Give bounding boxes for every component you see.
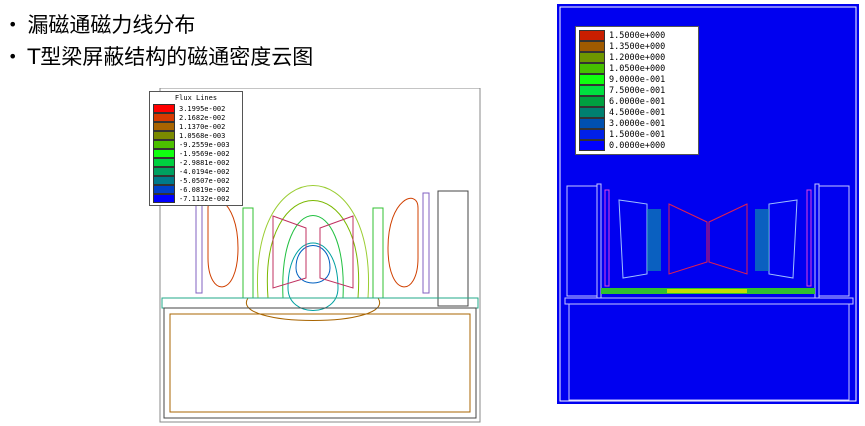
legend-swatch xyxy=(153,140,175,149)
legend-value: -9.2559e-003 xyxy=(179,140,230,149)
legend-value: 1.1370e-002 xyxy=(179,122,226,131)
legend-entry: 1.3500e+000 xyxy=(579,41,695,52)
legend-swatch xyxy=(579,30,605,41)
legend-value: 1.0568e-003 xyxy=(179,131,226,140)
legend-value: 1.0500e+000 xyxy=(609,63,666,74)
legend-entry: -7.1132e-002 xyxy=(153,194,239,203)
legend-swatch xyxy=(153,104,175,113)
legend-value: 9.0000e-001 xyxy=(609,74,666,85)
legend-value: 7.5000e-001 xyxy=(609,85,666,96)
legend-swatch xyxy=(153,176,175,185)
legend-value: -6.0819e-002 xyxy=(179,185,230,194)
legend-swatch xyxy=(579,96,605,107)
legend-swatch xyxy=(579,107,605,118)
bullet-text: T型梁屏蔽结构的磁通密度云图 xyxy=(27,45,314,69)
legend-entry: 6.0000e-001 xyxy=(579,96,695,107)
legend-value: 3.0000e-001 xyxy=(609,118,666,129)
legend-entry: 1.2000e+000 xyxy=(579,52,695,63)
legend-value: 3.1995e-002 xyxy=(179,104,226,113)
legend-value: 4.5000e-001 xyxy=(609,107,666,118)
legend-entry: -5.0507e-002 xyxy=(153,176,239,185)
legend-value: -2.9881e-002 xyxy=(179,158,230,167)
legend-swatch xyxy=(153,167,175,176)
legend-swatch xyxy=(153,122,175,131)
legend-entry: -2.9881e-002 xyxy=(153,158,239,167)
legend-swatch xyxy=(153,149,175,158)
legend-swatch xyxy=(153,185,175,194)
legend-entry: 4.5000e-001 xyxy=(579,107,695,118)
bullet-text: 漏磁通磁力线分布 xyxy=(27,13,196,37)
legend-entry: -1.9569e-002 xyxy=(153,149,239,158)
legend-entry: 3.1995e-002 xyxy=(153,104,239,113)
legend-swatch xyxy=(579,52,605,63)
legend-entry: 2.1682e-002 xyxy=(153,113,239,122)
legend-value: -4.0194e-002 xyxy=(179,167,230,176)
legend-entry: 3.0000e-001 xyxy=(579,118,695,129)
legend-value: -5.0507e-002 xyxy=(179,176,230,185)
legend-entry: 7.5000e-001 xyxy=(579,85,695,96)
legend-entry: 0.0000e+000 xyxy=(579,140,695,151)
legend-value: 1.2000e+000 xyxy=(609,52,666,63)
legend-entry: -9.2559e-003 xyxy=(153,140,239,149)
legend-entry: 1.0500e+000 xyxy=(579,63,695,74)
legend-value: -7.1132e-002 xyxy=(179,194,230,203)
legend-swatch xyxy=(153,194,175,203)
legend-entry: 9.0000e-001 xyxy=(579,74,695,85)
legend-entry: 1.5000e-001 xyxy=(579,129,695,140)
legend-entry: 1.5000e+000 xyxy=(579,30,695,41)
bullet-item: •漏磁通磁力线分布 xyxy=(8,8,313,40)
legend-entry: 1.1370e-002 xyxy=(153,122,239,131)
legend-swatch xyxy=(579,85,605,96)
legend-swatch xyxy=(579,118,605,129)
legend-swatch xyxy=(579,129,605,140)
legend-value: 1.5000e+000 xyxy=(609,30,666,41)
legend-title: Flux Lines xyxy=(174,94,218,102)
legend-value: 1.5000e-001 xyxy=(609,129,666,140)
legend-entry: 1.0568e-003 xyxy=(153,131,239,140)
legend-value: 6.0000e-001 xyxy=(609,96,666,107)
legend-value: -1.9569e-002 xyxy=(179,149,230,158)
legend-entry: -4.0194e-002 xyxy=(153,167,239,176)
legend-swatch xyxy=(153,113,175,122)
legend-value: 0.0000e+000 xyxy=(609,140,666,151)
bullet-item: •T型梁屏蔽结构的磁通密度云图 xyxy=(8,40,313,72)
legend-swatch xyxy=(153,158,175,167)
legend-swatch xyxy=(579,140,605,151)
legend-swatch xyxy=(153,131,175,140)
bullet-list: •漏磁通磁力线分布 •T型梁屏蔽结构的磁通密度云图 xyxy=(8,8,313,72)
legend-swatch xyxy=(579,63,605,74)
legend-entry: -6.0819e-002 xyxy=(153,185,239,194)
legend-value: 1.3500e+000 xyxy=(609,41,666,52)
legend-value: 2.1682e-002 xyxy=(179,113,226,122)
legend-swatch xyxy=(579,74,605,85)
legend-swatch xyxy=(579,41,605,52)
